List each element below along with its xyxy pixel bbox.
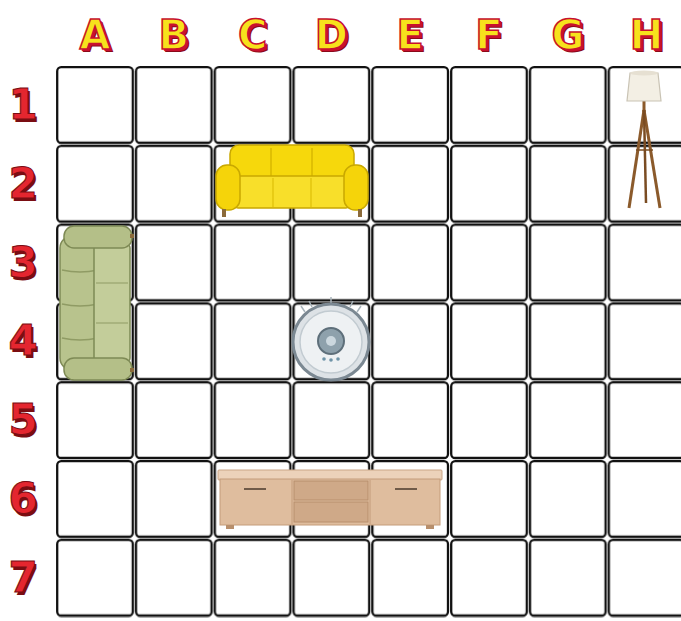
floor-lamp — [627, 71, 661, 209]
row-number: 3 — [8, 242, 37, 284]
column-letter: G — [551, 15, 584, 55]
column-letter: H — [630, 15, 663, 55]
robot-vacuum — [293, 297, 369, 380]
column-letter: F — [475, 15, 502, 55]
column-letter: B — [159, 15, 190, 55]
column-letter: C — [238, 15, 267, 55]
column-letter: A — [80, 15, 111, 55]
row-number: 4 — [8, 320, 37, 362]
row-number: 2 — [8, 163, 37, 205]
column-letter: D — [315, 15, 348, 55]
column-letter: E — [397, 15, 424, 55]
grid-cells — [56, 66, 681, 618]
row-number: 1 — [8, 84, 37, 126]
row-number: 6 — [8, 478, 37, 520]
row-number: 7 — [8, 557, 37, 599]
tv-stand — [218, 470, 442, 529]
yellow-sofa — [216, 145, 368, 217]
green-sofa — [60, 226, 134, 380]
row-number: 5 — [8, 399, 37, 441]
